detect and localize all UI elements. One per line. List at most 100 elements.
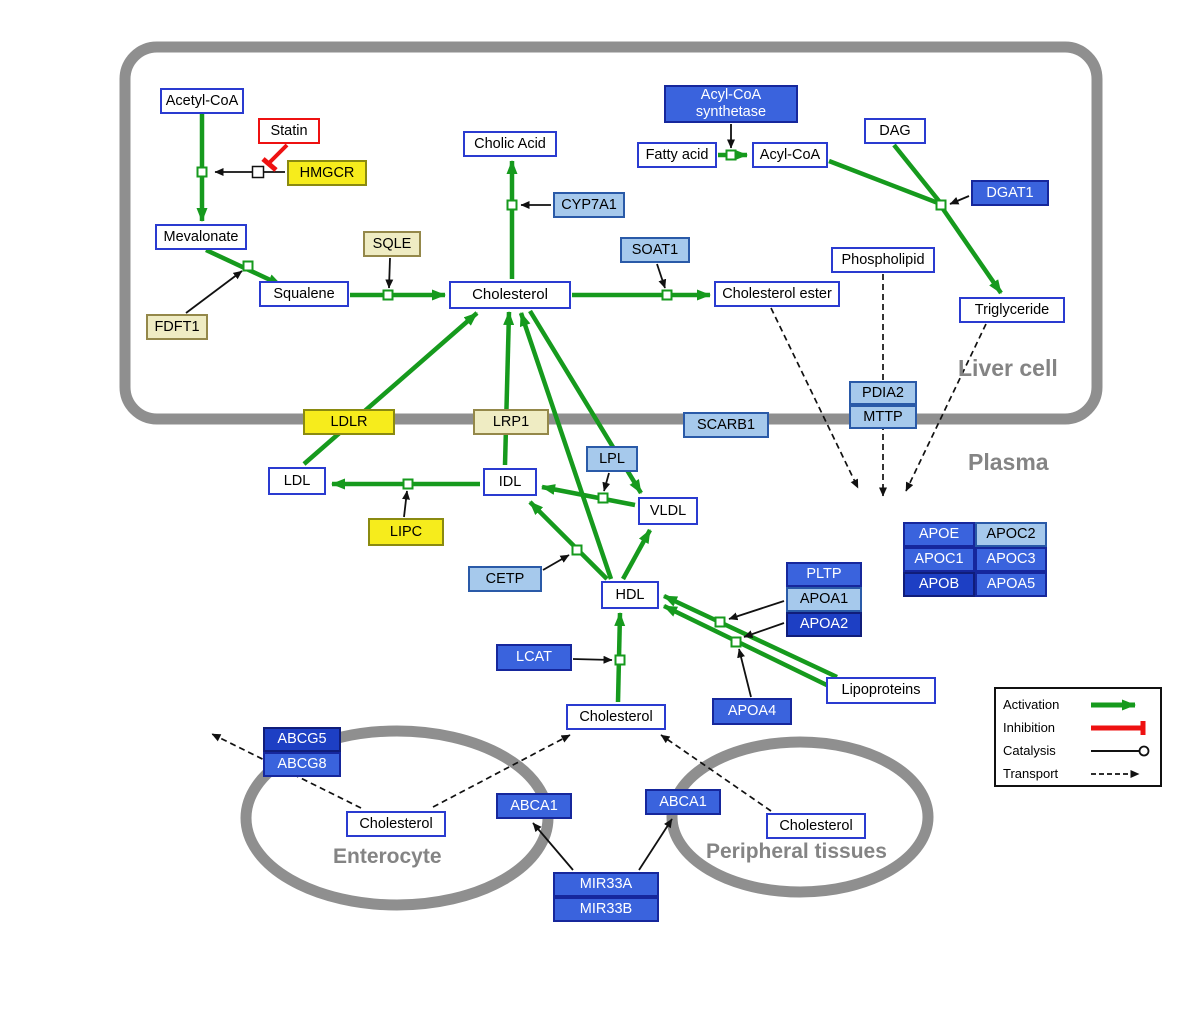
peripheral-tissues-membrane [666,736,934,898]
node-mevalonate[interactable]: Mevalonate [155,224,247,250]
node-mir33b[interactable]: MIR33B [553,897,659,922]
node-cholic-acid[interactable]: Cholic Acid [463,131,557,157]
cat-soat1 [656,263,667,289]
node-apoa1[interactable]: APOA1 [786,587,862,612]
enterocyte-label: Enterocyte [333,845,442,868]
node-cholesterol-enterocyte[interactable]: Cholesterol [346,811,446,837]
node-cyp7a1[interactable]: CYP7A1 [553,192,625,218]
cat-sqle [385,257,394,289]
cat-mir33-abca1-left [532,822,574,871]
node-hdl[interactable]: HDL [601,581,659,609]
node-acetyl-coa[interactable]: Acetyl-CoA [160,88,244,114]
node-hmgcr[interactable]: HMGCR [287,160,367,186]
node-fdft1[interactable]: FDFT1 [146,314,208,340]
node-ldlr[interactable]: LDLR [303,409,395,435]
node-lipc[interactable]: LIPC [368,518,444,546]
node-lrp1[interactable]: LRP1 [473,409,549,435]
edge-hdl-cholesterol [518,312,614,580]
node-cholesterol-peripheral[interactable]: Cholesterol [766,813,866,839]
cat-lipc [402,490,410,518]
node-mir33a[interactable]: MIR33A [553,872,659,897]
plasma-label: Plasma [968,449,1049,475]
cat-lpl [602,472,611,492]
cat-cetp [542,554,570,571]
trans-triglyceride-plasma [905,323,987,492]
node-apoa4[interactable]: APOA4 [712,698,792,725]
node-cholesterol-liver[interactable]: Cholesterol [449,281,571,309]
node-mttp[interactable]: MTTP [849,405,917,429]
cat-dgat1 [949,195,970,205]
node-fatty-acid[interactable]: Fatty acid [637,142,717,168]
node-phospholipid[interactable]: Phospholipid [831,247,935,273]
trans-peripheral-cholesterol [660,734,772,812]
inhibition-tbar-icon [1091,720,1146,735]
legend-catalysis-label: Catalysis [1003,743,1056,758]
node-acyl-coa[interactable]: Acyl-CoA [752,142,828,168]
legend-inhibition-label: Inhibition [1003,720,1056,735]
node-acyl-coa-synthetase[interactable]: Acyl-CoA synthetase [664,85,798,123]
peripheral-tissues-label: Peripheral tissues [706,840,887,863]
node-statin[interactable]: Statin [258,118,320,144]
catalysis-edges [185,124,970,871]
catalysis-circle-icon [1091,745,1150,756]
node-squalene[interactable]: Squalene [259,281,349,307]
node-apoc3[interactable]: APOC3 [975,547,1047,572]
node-cetp[interactable]: CETP [468,566,542,592]
node-lpl[interactable]: LPL [586,446,638,472]
node-apoa2[interactable]: APOA2 [786,612,862,637]
node-apob[interactable]: APOB [903,572,975,597]
node-sqle[interactable]: SQLE [363,231,421,257]
node-vldl[interactable]: VLDL [638,497,698,525]
edge-dag-dgat1node [892,143,941,203]
cat-lcat [572,655,613,664]
transport-arrow-icon [1091,769,1140,778]
node-lipoproteins[interactable]: Lipoproteins [826,677,936,704]
cat-apoa2 [743,622,785,638]
edge-lipoproteins-hdl-2 [663,603,840,694]
liver-cell-membrane [119,41,1103,425]
node-ldl[interactable]: LDL [268,467,326,495]
legend: Activation Inhibition Catalysis Transpor… [994,687,1162,787]
legend-activation-label: Activation [1003,697,1060,712]
node-apoe[interactable]: APOE [903,522,975,547]
node-soat1[interactable]: SOAT1 [620,237,690,263]
activation-edges [196,114,1003,703]
node-abcg8[interactable]: ABCG8 [263,752,341,777]
node-pdia2[interactable]: PDIA2 [849,381,917,405]
node-abca1-enterocyte[interactable]: ABCA1 [496,793,572,819]
inhibition-target-square [251,165,265,179]
legend-row-catalysis: Catalysis [996,739,1160,762]
node-pltp[interactable]: PLTP [786,562,862,587]
activation-arrow-icon [1091,699,1136,710]
node-apoc2[interactable]: APOC2 [975,522,1047,547]
node-lcat[interactable]: LCAT [496,644,572,671]
edge-ldl-cholesterol [302,311,479,466]
cat-apoa4 [737,648,752,698]
cat-apoa1 [728,600,785,621]
node-dgat1[interactable]: DGAT1 [971,180,1049,206]
edge-vldl-idl [541,484,636,508]
edge-dgat1node-triglyceride [941,207,1003,295]
legend-transport-label: Transport [1003,766,1059,781]
node-triglyceride[interactable]: Triglyceride [959,297,1065,323]
legend-row-transport: Transport [996,762,1160,785]
edge-idl-cholesterol [502,311,515,466]
cat-fdft1 [185,270,243,314]
node-cholesterol-plasma[interactable]: Cholesterol [566,704,666,730]
node-cholesterol-ester[interactable]: Cholesterol ester [714,281,840,307]
node-abcg5[interactable]: ABCG5 [263,727,341,752]
inhibition-statin [251,143,289,179]
legend-row-inhibition: Inhibition [996,716,1160,739]
node-apoa5[interactable]: APOA5 [975,572,1047,597]
liver-cell-label: Liver cell [958,355,1058,381]
node-apoc1[interactable]: APOC1 [903,547,975,572]
node-idl[interactable]: IDL [483,468,537,496]
trans-enterocyte-cholesterol [432,734,571,808]
edge-hdl-vldl [621,528,652,581]
node-dag[interactable]: DAG [864,118,926,144]
reaction-nodes [196,149,947,666]
node-abca1-peripheral[interactable]: ABCA1 [645,789,721,815]
node-scarb1[interactable]: SCARB1 [683,412,769,438]
